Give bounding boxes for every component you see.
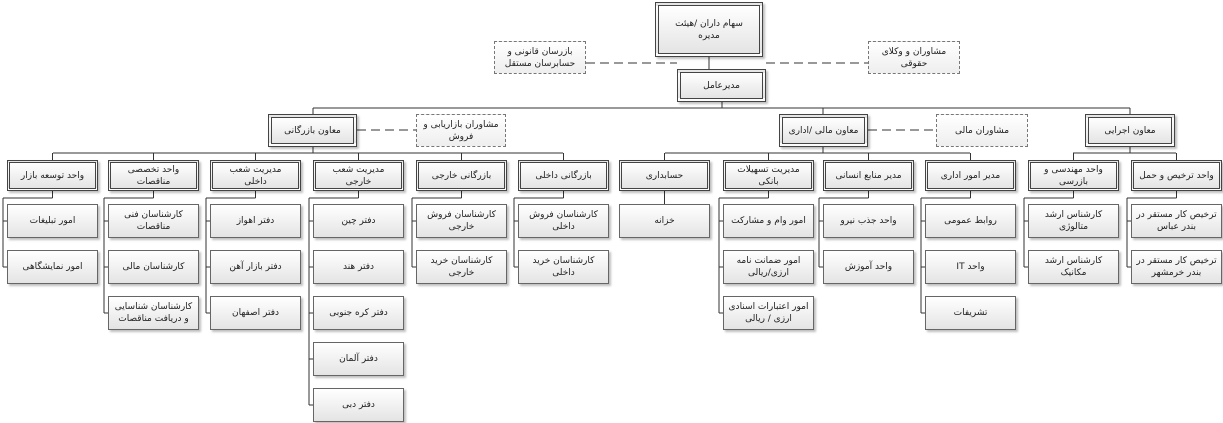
inspector-box[interactable]: بازرسان قانونی و حسابرسان مستقل bbox=[494, 41, 586, 74]
sub-unit-box[interactable]: کارشناسان فروش داخلی bbox=[518, 204, 609, 238]
advisor-marketing[interactable]: مشاوران بازاریابی و فروش bbox=[416, 114, 506, 147]
sub-unit-box[interactable]: دفتر بازار آهن bbox=[210, 250, 301, 284]
sub-unit-box[interactable]: دفتر چین bbox=[313, 204, 404, 238]
deputy-finance[interactable]: معاون مالی /اداری bbox=[779, 114, 868, 147]
unit-box[interactable]: بازرگانی خارجی bbox=[416, 160, 507, 191]
unit-box[interactable]: واحد تخصصی مناقصات bbox=[108, 160, 199, 191]
unit-box[interactable]: واحد توسعه بازار bbox=[7, 160, 98, 191]
sub-unit-box[interactable]: دفتر اصفهان bbox=[210, 296, 301, 330]
sub-unit-box[interactable]: تشریفات bbox=[925, 296, 1016, 330]
legal-advisors-box[interactable]: مشاوران و وکلای حقوقی bbox=[868, 41, 960, 74]
sub-unit-box[interactable]: دفتر اهواز bbox=[210, 204, 301, 238]
sub-unit-box[interactable]: خزانه bbox=[619, 204, 710, 238]
sub-unit-box[interactable]: دفتر هند bbox=[313, 250, 404, 284]
sub-unit-box[interactable]: واحد جذب نیرو bbox=[823, 204, 914, 238]
unit-box[interactable]: مدیر منابع انسانی bbox=[823, 160, 914, 191]
sub-unit-box[interactable]: واحد آموزش bbox=[823, 250, 914, 284]
unit-box[interactable]: واحد ترخیص و حمل bbox=[1131, 160, 1222, 191]
sub-unit-box[interactable]: امور ضمانت نامه ارزی/ریالی bbox=[723, 250, 814, 284]
sub-unit-box[interactable]: واحد IT bbox=[925, 250, 1016, 284]
sub-unit-box[interactable]: دفتر دبی bbox=[313, 388, 404, 422]
deputy-executive[interactable]: معاون اجرایی bbox=[1085, 114, 1175, 147]
sub-unit-box[interactable]: امور اعتبارات اسنادی ارزی / ریالی bbox=[723, 296, 814, 330]
unit-box[interactable]: بازرگانی داخلی bbox=[518, 160, 609, 191]
unit-box[interactable]: مدیریت شعب داخلی bbox=[210, 160, 301, 191]
advisor-finance[interactable]: مشاوران مالی bbox=[936, 114, 1028, 147]
sub-unit-box[interactable]: ترخیص کار مستقر در بندر خرمشهر bbox=[1131, 250, 1222, 284]
unit-box[interactable]: واحد مهندسی و بازرسی bbox=[1028, 160, 1119, 191]
sub-unit-box[interactable]: ترخیص کار مستقر در بندر عباس bbox=[1131, 204, 1222, 238]
board-box[interactable]: سهام داران /هیئت مدیره bbox=[655, 2, 763, 57]
sub-unit-box[interactable]: کارشناس ارشد مکانیک bbox=[1028, 250, 1119, 284]
sub-unit-box[interactable]: کارشناسان فنی مناقصات bbox=[108, 204, 199, 238]
sub-unit-box[interactable]: کارشناسان فروش خارجی bbox=[416, 204, 507, 238]
deputy-commerce[interactable]: معاون بازرگانی bbox=[268, 114, 357, 147]
sub-unit-box[interactable]: کارشناسان خرید خارجی bbox=[416, 250, 507, 284]
sub-unit-box[interactable]: کارشناسان شناسایی و دریافت مناقصات bbox=[108, 296, 199, 330]
sub-unit-box[interactable]: روابط عمومی bbox=[925, 204, 1016, 238]
unit-box[interactable]: حسابداری bbox=[619, 160, 710, 191]
unit-box[interactable]: مدیریت شعب خارجی bbox=[313, 160, 404, 191]
sub-unit-box[interactable]: امور وام و مشارکت bbox=[723, 204, 814, 238]
unit-box[interactable]: مدیریت تسهیلات بانکی bbox=[723, 160, 814, 191]
sub-unit-box[interactable]: کارشناس ارشد متالوژی bbox=[1028, 204, 1119, 238]
ceo-box[interactable]: مدیرعامل bbox=[677, 69, 766, 102]
sub-unit-box[interactable]: امور نمایشگاهی bbox=[7, 250, 98, 284]
sub-unit-box[interactable]: کارشناسان خرید داخلی bbox=[518, 250, 609, 284]
sub-unit-box[interactable]: امور تبلیغات bbox=[7, 204, 98, 238]
sub-unit-box[interactable]: دفتر کره جنوبی bbox=[313, 296, 404, 330]
unit-box[interactable]: مدیر امور اداری bbox=[925, 160, 1016, 191]
sub-unit-box[interactable]: دفتر آلمان bbox=[313, 342, 404, 376]
sub-unit-box[interactable]: کارشناسان مالی bbox=[108, 250, 199, 284]
